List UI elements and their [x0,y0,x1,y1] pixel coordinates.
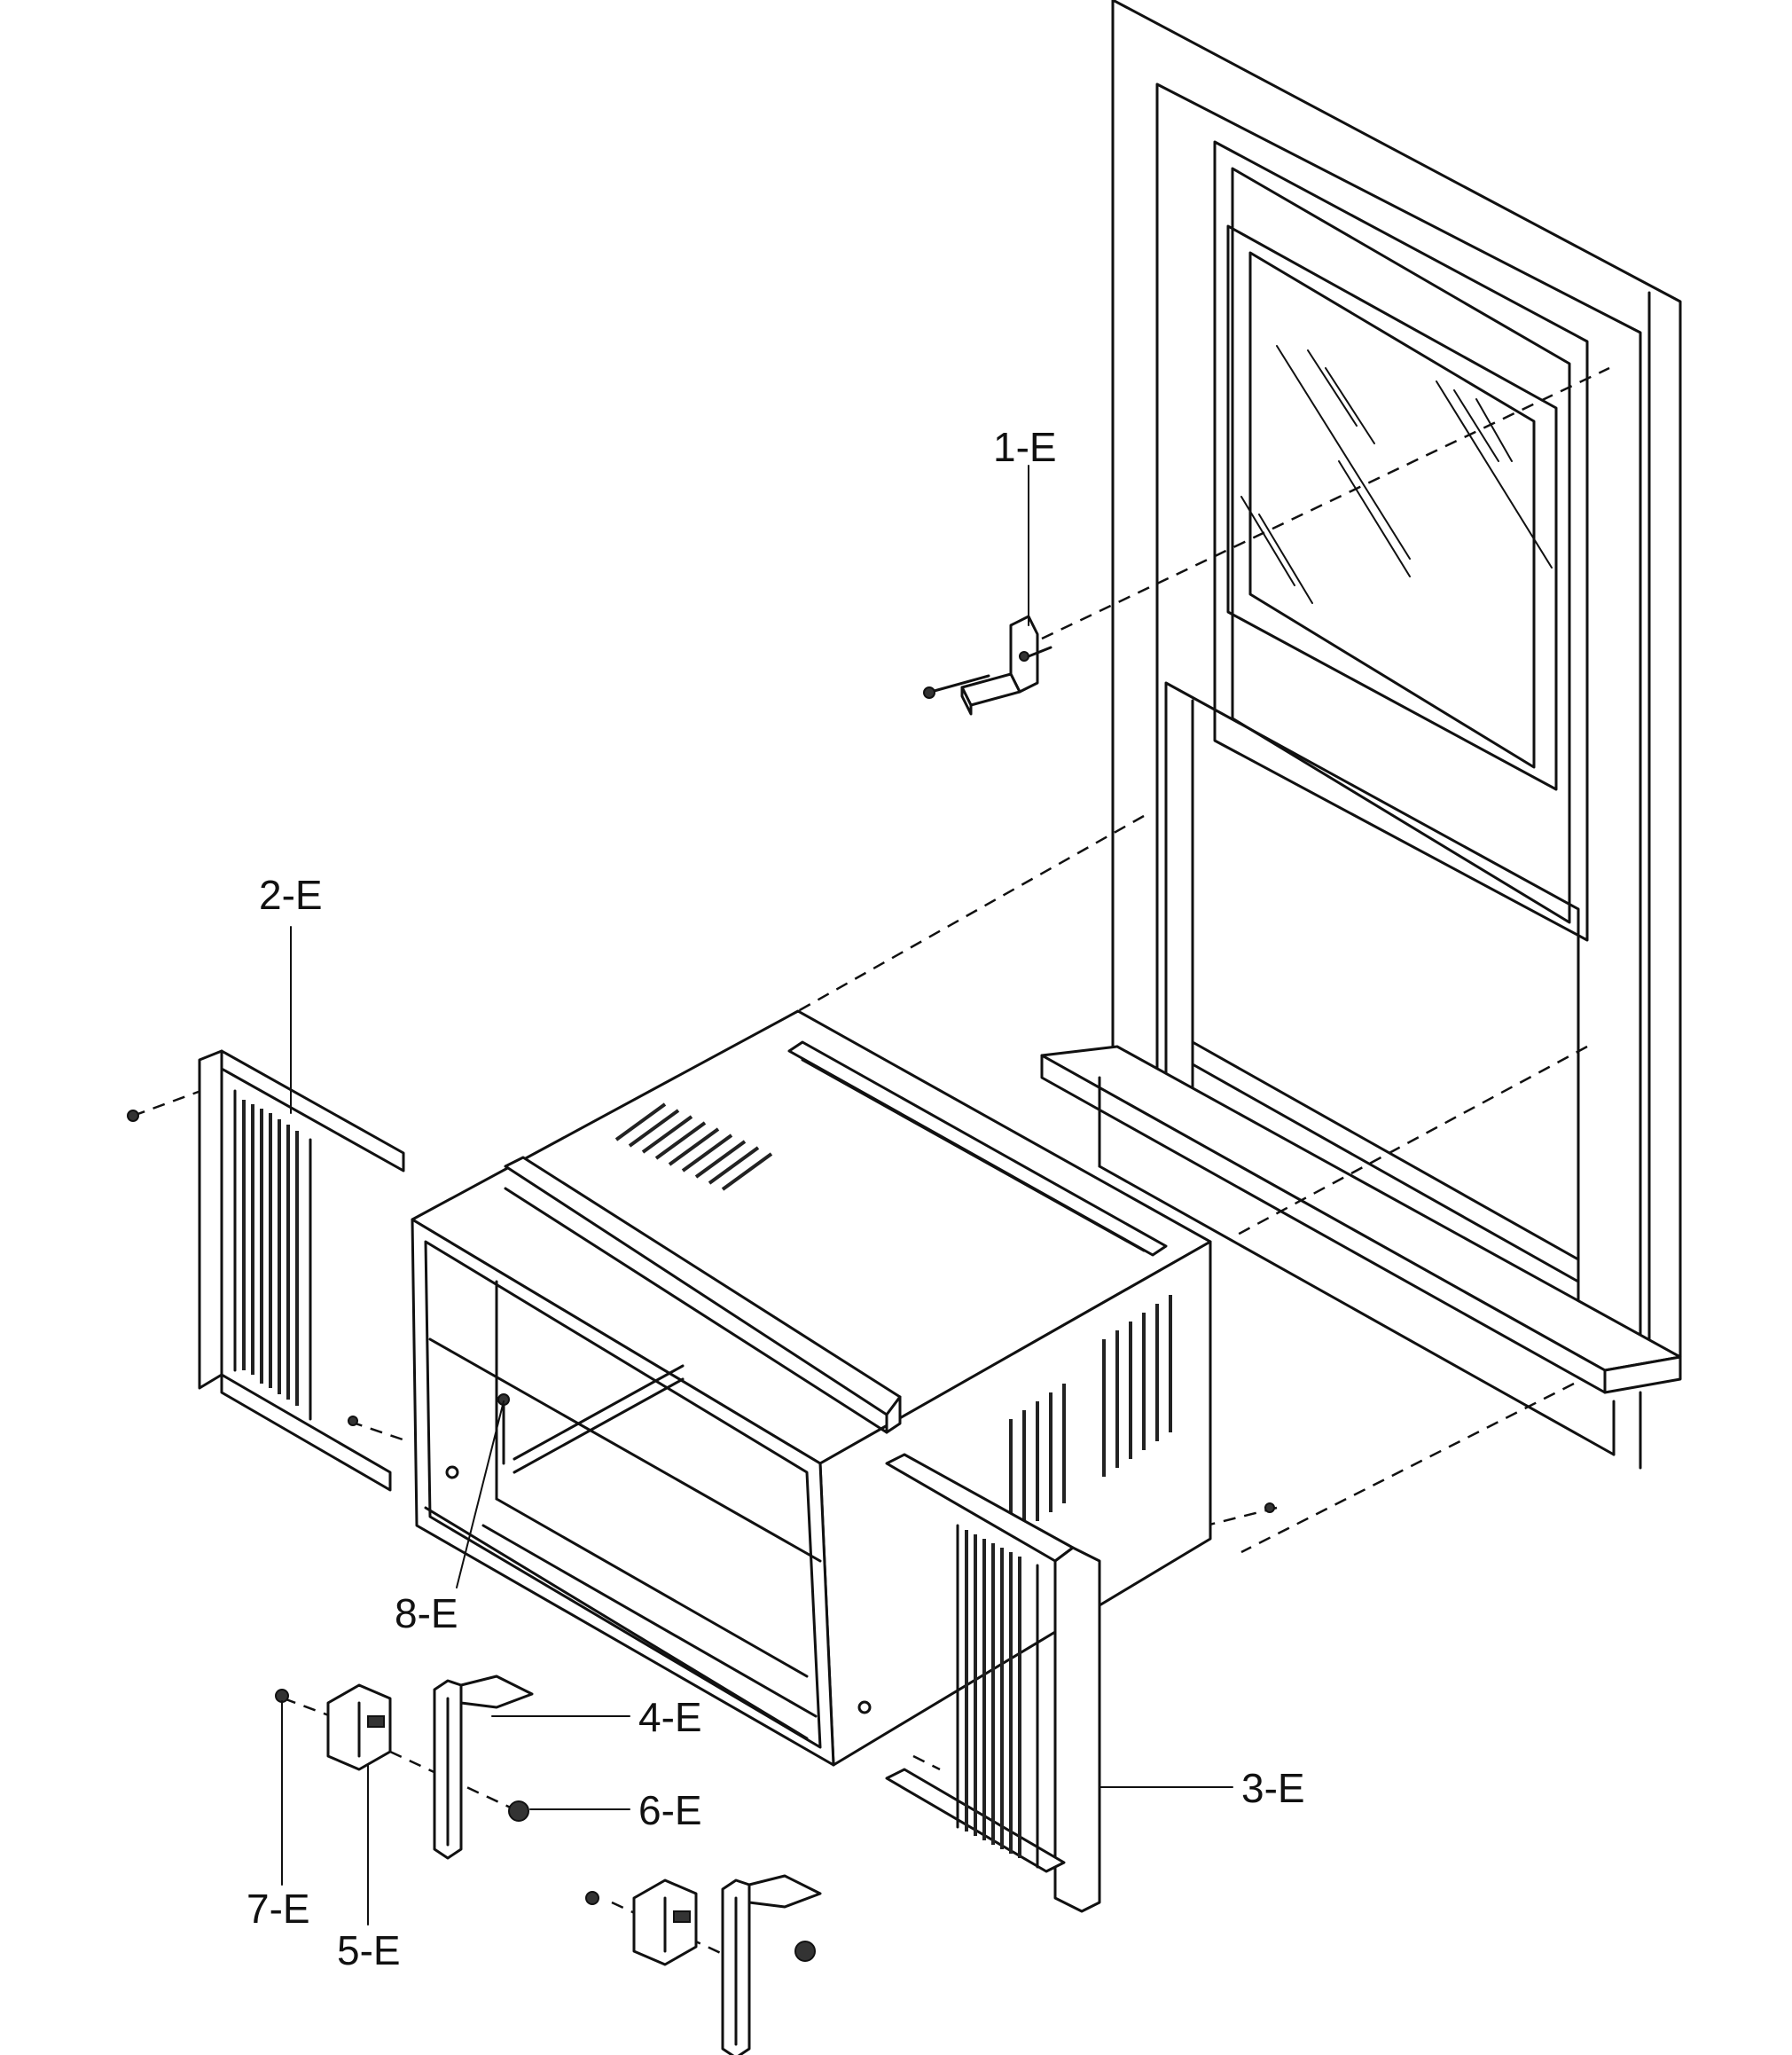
label-5e: 5-E [337,1927,401,1973]
side-panel-2e [127,1049,405,1492]
label-7e: 7-E [246,1886,310,1932]
clip-bracket-5e [326,1683,392,1771]
leader-lines [281,465,1233,1926]
label-8e: 8-E [395,1590,458,1636]
label-6e: 6-E [638,1787,702,1833]
label-1e: 1-E [993,424,1057,470]
support-bracket-4e [433,1675,534,1860]
cabinet-sleeve [411,1009,1212,1767]
angle-bracket-1e [923,615,1053,716]
label-2e: 2-E [259,872,323,918]
clip-bracket-5e-lower [632,1879,698,1966]
panel-pleats-left [242,1100,299,1406]
label-4e: 4-E [638,1694,702,1740]
callout-labels: 1-E 2-E 3-E 4-E 5-E 6-E 7-E 8-E [246,424,1305,1973]
side-panel-3e [885,1453,1275,1913]
side-louvers [1009,1295,1172,1534]
support-bracket-4e-lower [721,1874,822,2055]
window-frame [1040,0,1682,1470]
screw-7e [275,1689,599,1905]
label-3e: 3-E [1241,1765,1305,1811]
nut-6e [508,1800,816,1962]
panel-pleats-right [965,1530,1021,1858]
top-louvers [614,1102,773,1191]
